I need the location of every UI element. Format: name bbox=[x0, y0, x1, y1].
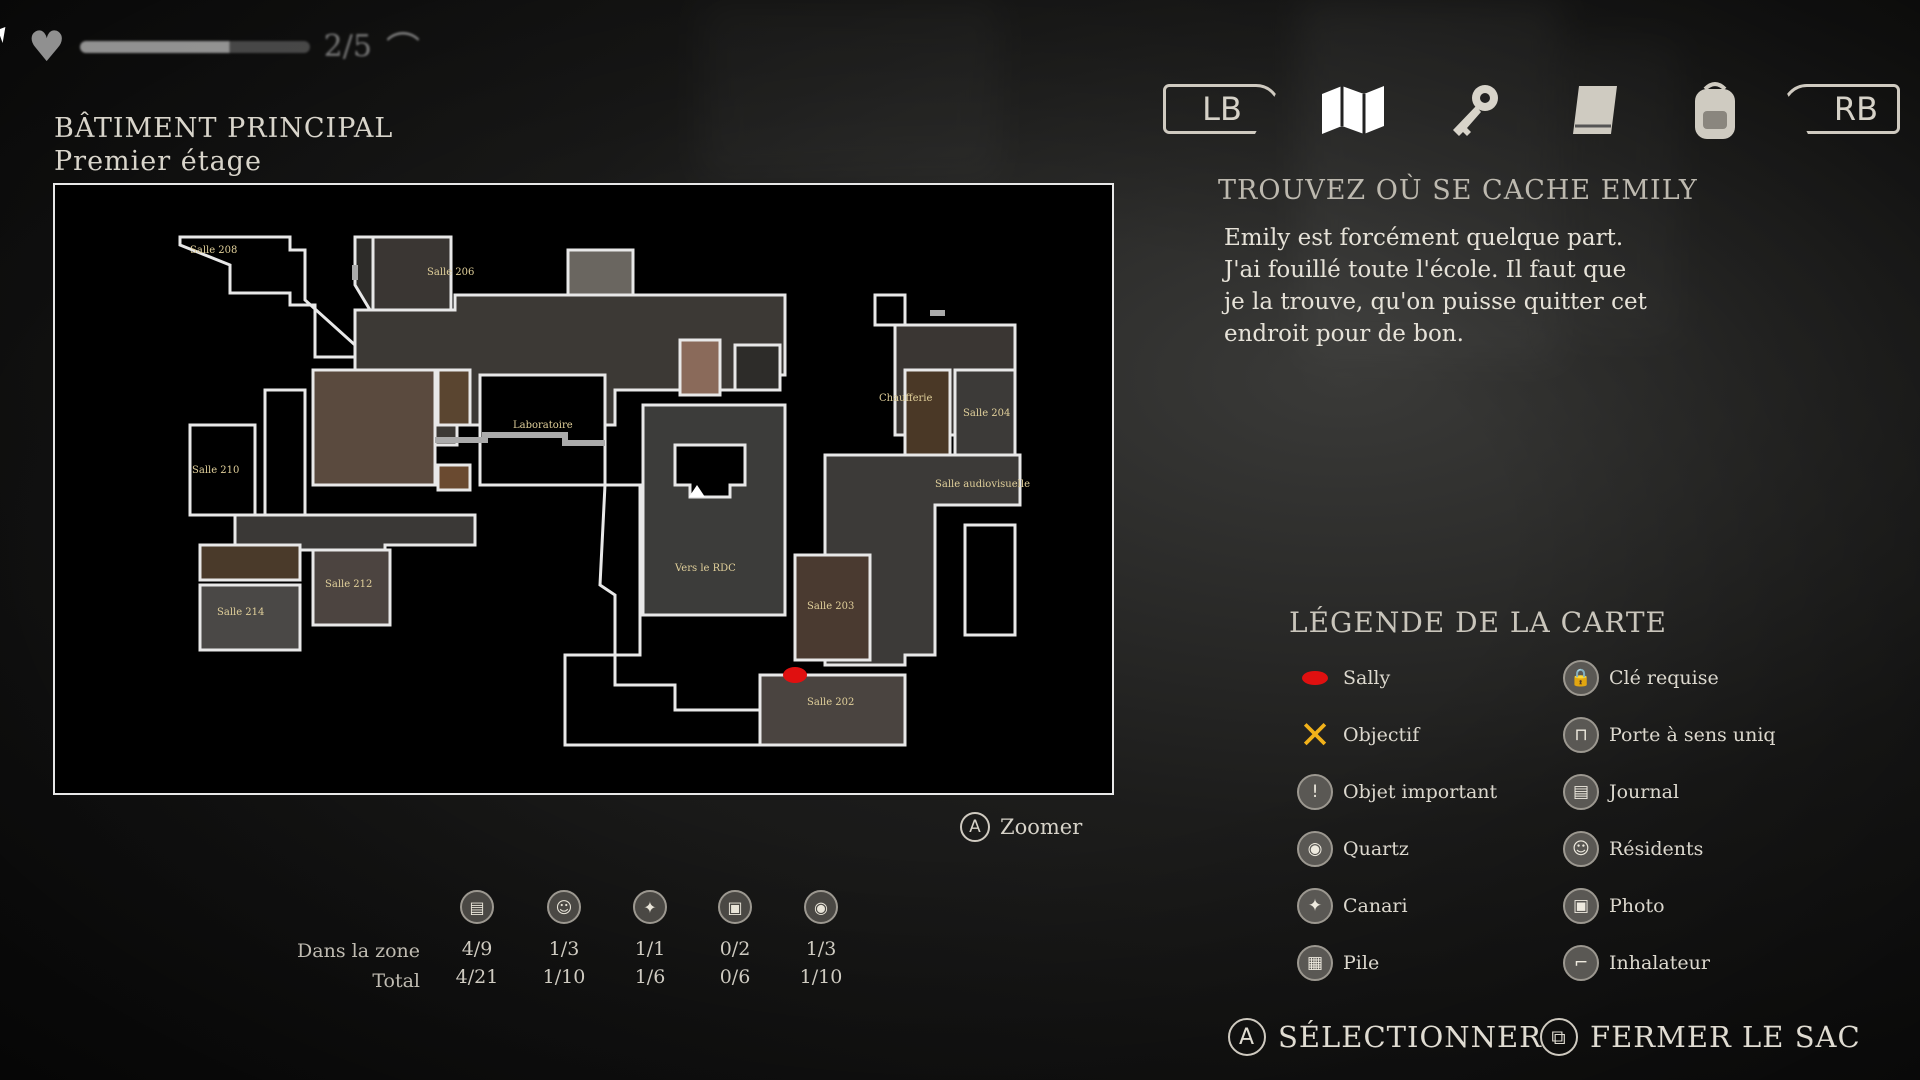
legend-item: ⌐ Inhalateur bbox=[1563, 945, 1710, 981]
room-label: Salle 210 bbox=[192, 465, 239, 476]
legend-title: LÉGENDE DE LA CARTE bbox=[1289, 606, 1667, 639]
canary-icon: ✦ bbox=[1297, 888, 1333, 924]
status-hud: ♥ 2/5 ⌒ bbox=[28, 22, 420, 71]
stat-total-value: 1/10 bbox=[542, 966, 586, 988]
legend-item: ▦ Pile bbox=[1297, 945, 1379, 981]
health-bar bbox=[79, 40, 310, 53]
map-layout: Salle 208 Salle 206 Salle 210 Salle 212 … bbox=[178, 235, 1030, 747]
legend-label: Inhalateur bbox=[1609, 952, 1710, 974]
photo-icon: ▣ bbox=[1563, 888, 1599, 924]
legend-label: Journal bbox=[1609, 781, 1680, 803]
key-lock-icon: 🔒 bbox=[1563, 660, 1599, 696]
legend-item: ! Objet important bbox=[1297, 774, 1497, 810]
room-label: Chaufferie bbox=[879, 393, 932, 404]
zoom-control[interactable]: A Zoomer bbox=[960, 812, 1082, 842]
legend-item: ⊓ Porte à sens uniq bbox=[1563, 717, 1776, 753]
key-icon[interactable] bbox=[1440, 75, 1510, 145]
resident-icon: ☺ bbox=[1563, 831, 1599, 867]
inhaler-icon: ⌐ bbox=[1563, 945, 1599, 981]
stat-total-value: 4/21 bbox=[455, 966, 499, 988]
floor-map[interactable]: Salle 208 Salle 206 Salle 210 Salle 212 … bbox=[53, 183, 1114, 795]
journal-icon: ▤ bbox=[1563, 774, 1599, 810]
sally-marker bbox=[783, 667, 807, 683]
legend-label: Pile bbox=[1343, 952, 1380, 974]
room-label: Salle 202 bbox=[807, 697, 854, 708]
a-button-icon: A bbox=[1228, 1018, 1266, 1056]
legend-item: ▤ Journal bbox=[1563, 774, 1679, 810]
objective-line: Emily est forcément quelque part. bbox=[1224, 225, 1624, 251]
room-label: Salle 204 bbox=[963, 408, 1010, 419]
legend-label: Clé requise bbox=[1609, 667, 1719, 689]
row-label-total: Total bbox=[372, 970, 420, 992]
floor-name: Premier étage bbox=[54, 146, 262, 177]
select-label: SÉLECTIONNER bbox=[1278, 1020, 1542, 1054]
photo-icon: ▣ bbox=[718, 890, 752, 924]
resident-icon: ☺ bbox=[547, 890, 581, 924]
stat-zone-value: 1/1 bbox=[634, 938, 666, 960]
room-label: Laboratoire bbox=[513, 420, 573, 431]
stat-total-value: 1/10 bbox=[799, 966, 843, 988]
legend-label: Résidents bbox=[1609, 838, 1704, 860]
room-label: Salle 203 bbox=[807, 601, 854, 612]
exclamation-icon: ! bbox=[1297, 774, 1333, 810]
map-icon[interactable] bbox=[1318, 75, 1388, 145]
objective-description: Emily est forcément quelque part. J'ai f… bbox=[1224, 222, 1784, 350]
stat-zone-value: 1/3 bbox=[548, 938, 580, 960]
legend-item: ☺ Résidents bbox=[1563, 831, 1703, 867]
zoom-label: Zoomer bbox=[1000, 815, 1083, 839]
objective-line: J'ai fouillé toute l'école. Il faut que bbox=[1224, 257, 1627, 283]
room-label: Vers le RDC bbox=[674, 563, 736, 574]
stat-total-value: 1/6 bbox=[634, 966, 666, 988]
legend-label: Quartz bbox=[1343, 838, 1409, 860]
objective-title: TROUVEZ OÙ SE CACHE EMILY bbox=[1218, 175, 1698, 206]
room-label: Salle 208 bbox=[190, 245, 237, 256]
legend-label: Canari bbox=[1343, 895, 1408, 917]
battery-icon: ▦ bbox=[1297, 945, 1333, 981]
journal-icon: ▤ bbox=[460, 890, 494, 924]
padlock-icon: ⊓ bbox=[1563, 717, 1599, 753]
heart-icon: ♥ bbox=[28, 22, 66, 71]
journal-icon[interactable] bbox=[1560, 75, 1630, 145]
row-label-zone: Dans la zone bbox=[297, 940, 420, 962]
view-button-icon: ⧉ bbox=[1540, 1018, 1578, 1056]
legend-label: Porte à sens uniq bbox=[1609, 724, 1776, 746]
quartz-icon: ◉ bbox=[1297, 831, 1333, 867]
legend-item: Sally bbox=[1297, 660, 1390, 696]
room-label: Salle 212 bbox=[325, 579, 372, 590]
hud-count: 2/5 bbox=[323, 29, 372, 64]
objective-line: endroit pour de bon. bbox=[1224, 321, 1464, 347]
stat-total-value: 0/6 bbox=[719, 966, 751, 988]
room-label: Salle audiovisuelle bbox=[935, 479, 1030, 490]
location-header: BÂTIMENT PRINCIPAL Premier étage bbox=[54, 112, 393, 178]
stat-zone-value: 1/3 bbox=[805, 938, 837, 960]
legend-label: Sally bbox=[1343, 667, 1391, 689]
stat-zone-value: 4/9 bbox=[461, 938, 493, 960]
stat-zone-value: 0/2 bbox=[719, 938, 751, 960]
legend-label: Objectif bbox=[1343, 724, 1420, 746]
objective-x-icon: ✕ bbox=[1299, 713, 1331, 757]
objective-line: je la trouve, qu'on puisse quitter cet bbox=[1224, 289, 1647, 315]
legend-item: ✦ Canari bbox=[1297, 888, 1408, 924]
legend-label: Photo bbox=[1609, 895, 1665, 917]
legend-item: ◉ Quartz bbox=[1297, 831, 1409, 867]
rb-bumper-button[interactable]: RB bbox=[1782, 84, 1900, 134]
legend-item: 🔒 Clé requise bbox=[1563, 660, 1719, 696]
sally-marker-icon bbox=[1297, 660, 1333, 696]
select-prompt[interactable]: A SÉLECTIONNER bbox=[1228, 1018, 1542, 1056]
canary-icon: ✦ bbox=[633, 890, 667, 924]
legend-item: ✕ Objectif bbox=[1297, 713, 1420, 757]
room-label: Salle 206 bbox=[427, 267, 474, 278]
building-name: BÂTIMENT PRINCIPAL bbox=[54, 113, 394, 144]
a-button-icon: A bbox=[960, 812, 990, 842]
inhaler-icon: ⌒ bbox=[385, 30, 420, 70]
room-label: Salle 214 bbox=[217, 607, 264, 618]
legend-item: ▣ Photo bbox=[1563, 888, 1665, 924]
close-bag-label: FERMER LE SAC bbox=[1590, 1020, 1861, 1054]
quartz-icon: ◉ bbox=[804, 890, 838, 924]
close-bag-prompt[interactable]: ⧉ FERMER LE SAC bbox=[1540, 1018, 1861, 1056]
backpack-icon[interactable] bbox=[1680, 75, 1750, 145]
legend-label: Objet important bbox=[1343, 781, 1498, 803]
